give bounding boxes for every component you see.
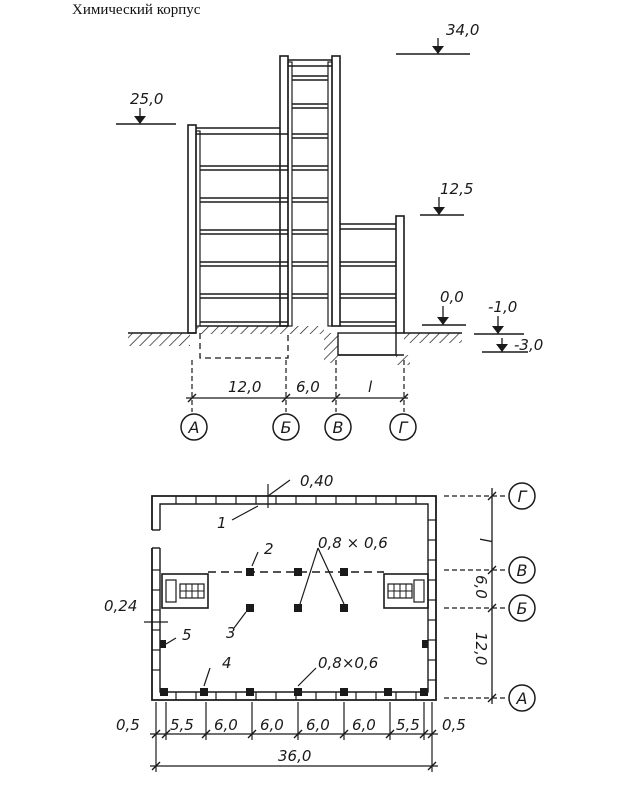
elevation-label: 34,0 — [446, 21, 479, 39]
vertical-span-label: 12,0 — [472, 632, 490, 665]
ground-hatch — [128, 326, 462, 365]
page-title: Химический корпус — [72, 2, 201, 18]
bottom-span-label: 6,0 — [260, 716, 284, 734]
wall-thickness-top: 0,40 — [300, 472, 333, 490]
section-axis-lines — [191, 360, 405, 412]
callout-number: 5 — [182, 626, 192, 644]
callout-number: 3 — [226, 624, 236, 642]
elevation-marks: 34,0 25,0 12,5 0,0 -1,0 -3,0 — [116, 21, 543, 354]
bottom-span-label: 6,0 — [214, 716, 238, 734]
tower-floors — [292, 75, 328, 299]
axis-label: В — [517, 561, 528, 580]
right-floors — [340, 261, 396, 327]
elevation-label: 0,0 — [440, 288, 464, 306]
section-dimension-ticks — [187, 393, 409, 403]
elevation-label: -3,0 — [514, 336, 543, 354]
plan-axis-bubbles: Г В Б А — [508, 482, 536, 712]
equipment-right — [383, 573, 429, 609]
callout-number: 1 — [217, 514, 227, 532]
axis-label: В — [333, 418, 344, 437]
basement — [199, 332, 404, 359]
callout-number: 2 — [264, 540, 274, 558]
bottom-dimension-ticks — [151, 729, 437, 739]
wall-thickness-side: 0,24 — [104, 597, 137, 615]
total-length-label: 36,0 — [278, 747, 311, 765]
bottom-span-label: 6,0 — [352, 716, 376, 734]
bottom-span-label: 5,5 — [396, 716, 420, 734]
span-label: 12,0 — [228, 378, 261, 396]
bottom-span-label: 6,0 — [306, 716, 330, 734]
left-floors — [200, 165, 288, 327]
callout-leaders — [165, 479, 345, 687]
axis-label: Б — [517, 599, 528, 618]
axis-label: А — [188, 418, 200, 437]
span-label: 6,0 — [296, 378, 320, 396]
column-size-label: 0,8×0,6 — [318, 654, 378, 672]
axis-label: Б — [281, 418, 292, 437]
vertical-span-label: 6,0 — [472, 575, 490, 599]
axis-label: Г — [518, 487, 528, 506]
wall-joints — [152, 496, 436, 700]
building-section: 12,0 6,0 l А Б В Г 34,0 25,0 — [116, 21, 543, 441]
column-size-label: 0,8 × 0,6 — [318, 534, 388, 552]
section-axis-bubbles: А Б В Г — [180, 413, 417, 441]
left-wing — [187, 124, 288, 334]
right-wing — [340, 215, 405, 334]
plan-axis-lines — [444, 495, 508, 699]
equipment-left — [161, 573, 209, 609]
elevation-label: 12,5 — [440, 180, 473, 198]
building-plan: 1 2 3 4 5 0,40 0,24 0,8 × 0,6 0,8×0,6 l … — [104, 472, 536, 772]
callout-number: 4 — [222, 654, 232, 672]
elevation-label: -1,0 — [488, 298, 517, 316]
columns — [160, 568, 428, 696]
span-label: l — [368, 378, 373, 396]
axis-label: А — [516, 689, 528, 708]
tower — [279, 55, 341, 327]
bottom-span-label: 0,5 — [442, 716, 466, 734]
total-dimension-ticks — [151, 761, 437, 771]
bottom-span-label: 5,5 — [170, 716, 194, 734]
elevation-label: 25,0 — [130, 90, 163, 108]
plan-vertical-ticks — [487, 491, 497, 703]
vertical-span-label: l — [476, 538, 494, 543]
bottom-span-label: 0,5 — [116, 716, 140, 734]
axis-label: Г — [399, 418, 409, 437]
